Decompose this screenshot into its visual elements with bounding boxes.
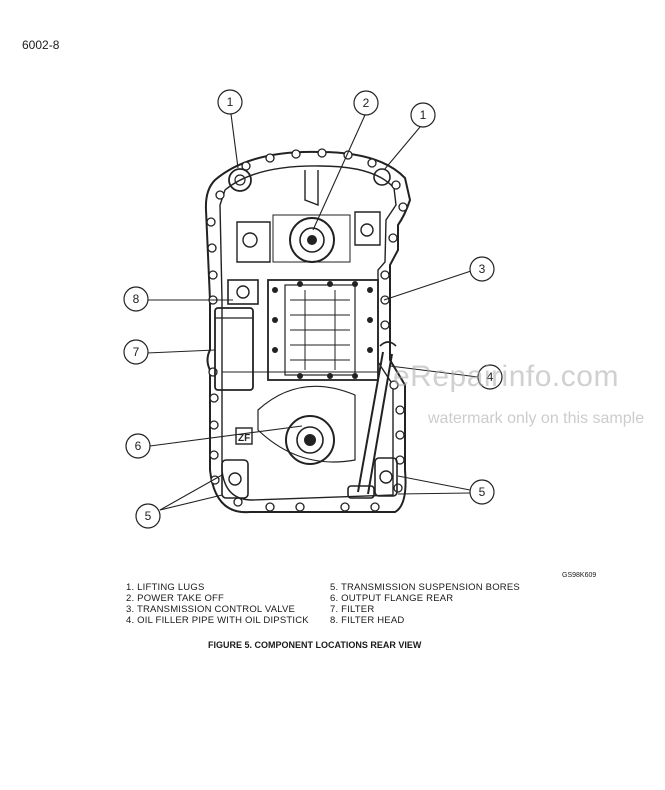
legend-item: 4. OIL FILLER PIPE WITH OIL DIPSTICK [126,615,309,626]
legend-item: 1. LIFTING LUGS [126,582,205,593]
callout-bubble: 3 [469,256,495,282]
legend-item: 6. OUTPUT FLANGE REAR [330,593,454,604]
figure-code: GS98K609 [562,572,597,579]
callout-5-right: 5 [479,485,486,499]
svg-text:ZF: ZF [238,433,250,444]
callout-6: 6 [135,439,142,453]
callout-1-left: 1 [227,95,234,109]
callout-bubble: 5 [469,479,495,505]
callout-3: 3 [479,262,486,276]
legend-right-column: 5. TRANSMISSION SUSPENSION BORES 6. OUTP… [330,582,520,626]
callout-bubble: 4 [477,364,503,390]
legend-item: 8. FILTER HEAD [330,615,405,626]
callout-1-right: 1 [420,108,427,122]
page-number: 6002-8 [22,38,60,52]
housing-drawing: ZF [204,148,412,514]
callout-4: 4 [487,370,494,384]
legend-item: 2. POWER TAKE OFF [126,593,225,604]
callout-bubble: 1 [217,89,243,115]
callout-bubble: 7 [123,339,149,365]
legend-item: 5. TRANSMISSION SUSPENSION BORES [330,582,520,593]
callout-8: 8 [133,292,140,306]
callout-bubble: 1 [410,102,436,128]
callout-7: 7 [133,345,140,359]
callout-2: 2 [363,96,370,110]
legend-left-column: 1. LIFTING LUGS 2. POWER TAKE OFF 3. TRA… [126,582,309,626]
callout-bubble: 5 [135,503,161,529]
callout-bubble: 8 [123,286,149,312]
figure-caption: FIGURE 5. COMPONENT LOCATIONS REAR VIEW [208,640,422,650]
callout-bubble: 2 [353,90,379,116]
legend-item: 3. TRANSMISSION CONTROL VALVE [126,604,296,615]
legend-item: 7. FILTER [330,604,375,615]
callout-5-left: 5 [145,509,152,523]
leader-lines [146,113,479,511]
callout-bubble: 6 [125,433,151,459]
